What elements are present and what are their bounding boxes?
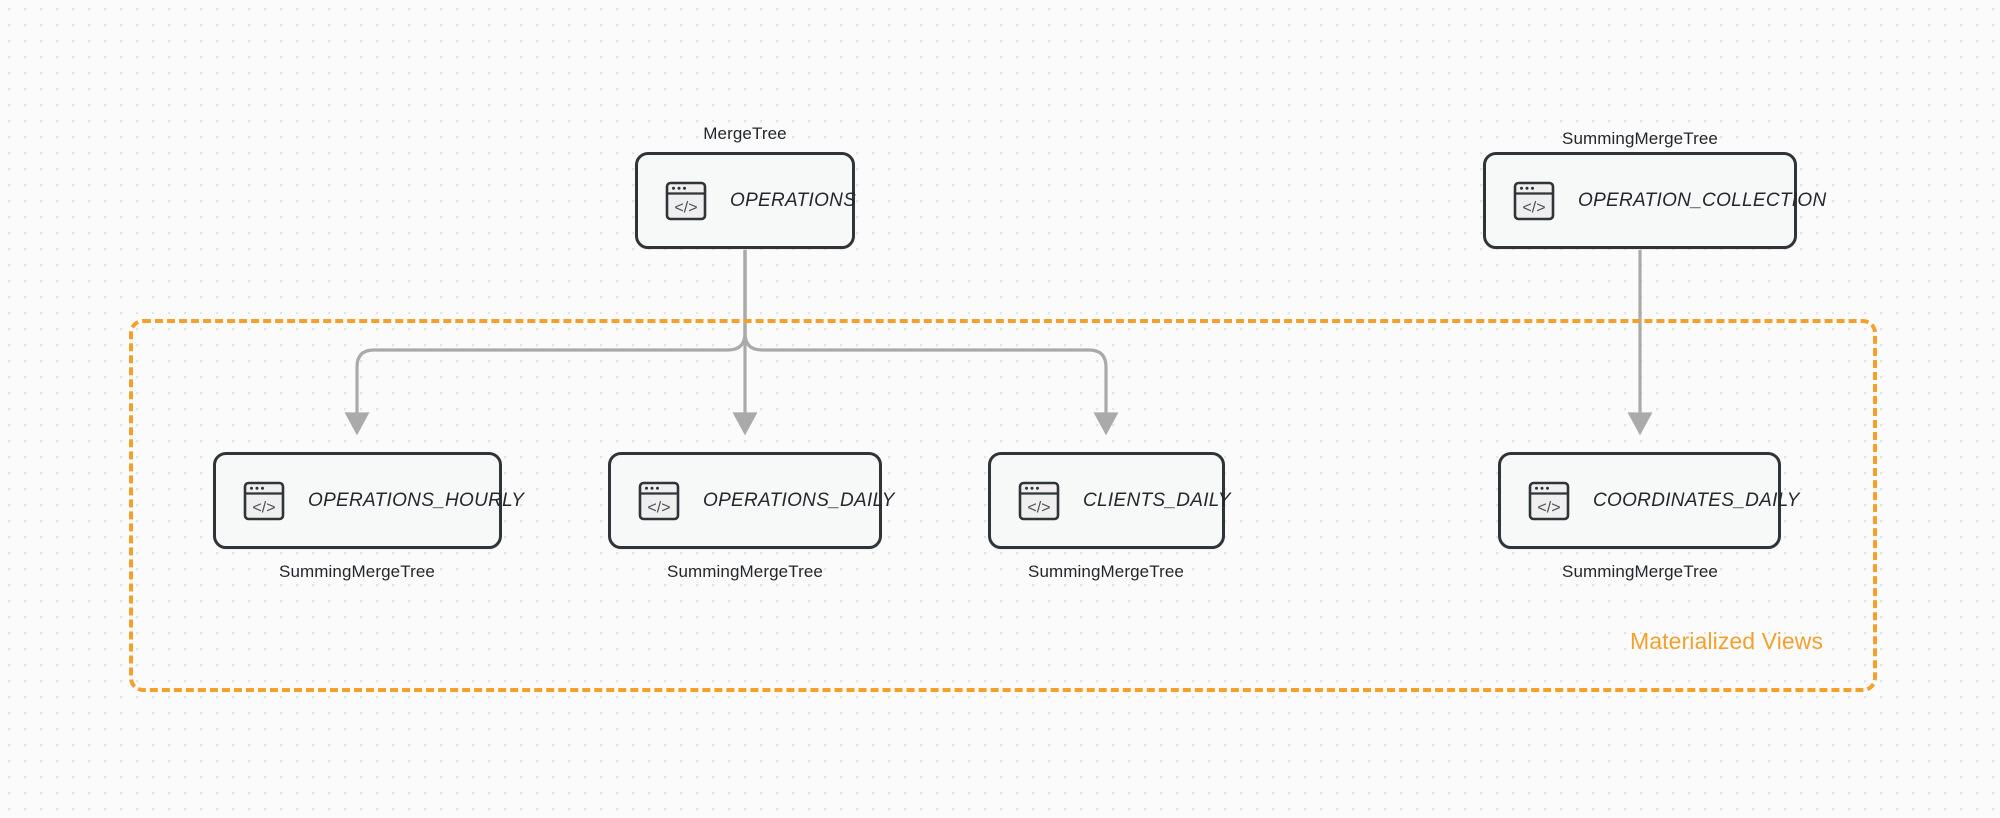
materialized-views-group bbox=[129, 319, 1877, 692]
node-operation-collection[interactable]: </> OPERATION_COLLECTION bbox=[1483, 152, 1826, 249]
svg-text:</>: </> bbox=[1522, 199, 1545, 216]
code-window-icon: </> bbox=[1018, 481, 1060, 520]
code-window-icon: </> bbox=[665, 181, 707, 220]
svg-text:</>: </> bbox=[674, 199, 697, 216]
materialized-views-group-label: Materialized Views bbox=[1630, 628, 1824, 654]
node-label-operation-collection: OPERATION_COLLECTION bbox=[1578, 189, 1827, 211]
node-clients-daily[interactable]: </> CLIENTS_DAILY bbox=[988, 452, 1231, 549]
node-operations[interactable]: </> OPERATIONS bbox=[635, 152, 857, 249]
svg-text:</>: </> bbox=[1537, 499, 1560, 516]
node-label-operations: OPERATIONS bbox=[730, 189, 857, 211]
engine-label-operations-daily: SummingMergeTree bbox=[667, 562, 823, 581]
node-operations-daily[interactable]: </> OPERATIONS_DAILY bbox=[608, 452, 894, 549]
engine-label-operation-collection: SummingMergeTree bbox=[1562, 129, 1718, 148]
code-window-icon: </> bbox=[1528, 481, 1570, 520]
code-window-icon: </> bbox=[638, 481, 680, 520]
node-label-clients-daily: CLIENTS_DAILY bbox=[1083, 489, 1231, 511]
node-label-operations-hourly: OPERATIONS_HOURLY bbox=[308, 489, 525, 511]
code-window-icon: </> bbox=[243, 481, 285, 520]
engine-label-coordinates-daily: SummingMergeTree bbox=[1562, 562, 1718, 581]
engine-label-operations: MergeTree bbox=[703, 124, 787, 143]
node-label-operations-daily: OPERATIONS_DAILY bbox=[703, 489, 895, 511]
engine-label-operations-hourly: SummingMergeTree bbox=[279, 562, 435, 581]
engine-label-clients-daily: SummingMergeTree bbox=[1028, 562, 1184, 581]
code-window-icon: </> bbox=[1513, 181, 1555, 220]
svg-text:</>: </> bbox=[647, 499, 670, 516]
node-operations-hourly[interactable]: </> OPERATIONS_HOURLY bbox=[213, 452, 524, 549]
node-coordinates-daily[interactable]: </> COORDINATES_DAILY bbox=[1498, 452, 1799, 549]
svg-text:</>: </> bbox=[1027, 499, 1050, 516]
svg-text:</>: </> bbox=[252, 499, 275, 516]
node-label-coordinates-daily: COORDINATES_DAILY bbox=[1593, 489, 1800, 511]
